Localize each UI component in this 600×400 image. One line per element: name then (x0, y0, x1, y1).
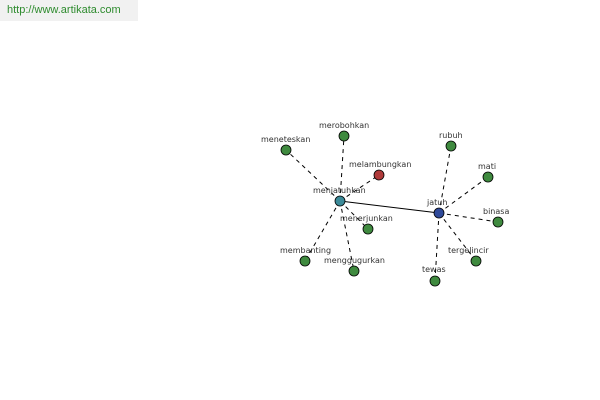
edge-jatuh-tewas (434, 212, 440, 282)
node-jatuh[interactable] (433, 207, 445, 219)
node-meneteskan[interactable] (280, 144, 292, 156)
node-label-meneteskan[interactable]: meneteskan (261, 135, 310, 144)
node-merobohkan[interactable] (338, 130, 350, 142)
node-label-tewas[interactable]: tewas (422, 265, 446, 274)
node-label-rubuh[interactable]: rubuh (439, 131, 463, 140)
node-label-membanting[interactable]: membanting (280, 246, 331, 255)
node-label-menggugurkan[interactable]: menggugurkan (324, 256, 385, 265)
node-binasa[interactable] (492, 216, 504, 228)
node-label-merobohkan[interactable]: merobohkan (319, 121, 369, 130)
node-mati[interactable] (482, 171, 494, 183)
source-bar: http://www.artikata.com (0, 0, 138, 21)
edge-menjatuhkan-jatuh (339, 200, 440, 214)
edge-jatuh-binasa (438, 212, 499, 223)
edge-jatuh-rubuh (438, 145, 452, 214)
node-label-menerjunkan[interactable]: menerjunkan (340, 214, 393, 223)
node-label-binasa[interactable]: binasa (483, 207, 509, 216)
edge-menjatuhkan-merobohkan (339, 135, 345, 202)
node-menjatuhkan[interactable] (334, 195, 346, 207)
node-rubuh[interactable] (445, 140, 457, 152)
node-tergelincir[interactable] (470, 255, 482, 267)
source-link[interactable]: http://www.artikata.com (7, 4, 121, 16)
edge-jatuh-tergelincir (438, 212, 477, 262)
node-label-mati[interactable]: mati (478, 162, 496, 171)
node-melambungkan[interactable] (373, 169, 385, 181)
node-label-melambungkan[interactable]: melambungkan (349, 160, 411, 169)
edge-menjatuhkan-membanting (304, 200, 341, 262)
node-membanting[interactable] (299, 255, 311, 267)
node-label-tergelincir[interactable]: tergelincir (448, 246, 489, 255)
labels-layer: menjatuhkan jatuh melambungkan meneteskan me… (261, 121, 509, 274)
edge-menjatuhkan-menerjunkan (339, 200, 369, 230)
edges-layer (285, 135, 499, 282)
nodes-layer (280, 130, 504, 287)
node-tewas[interactable] (429, 275, 441, 287)
node-label-jatuh[interactable]: jatuh (426, 198, 447, 207)
node-menggugurkan[interactable] (348, 265, 360, 277)
node-label-menjatuhkan[interactable]: menjatuhkan (313, 186, 366, 195)
edge-menjatuhkan-menggugurkan (339, 200, 355, 272)
node-menerjunkan[interactable] (362, 223, 374, 235)
edge-jatuh-mati (438, 176, 489, 214)
